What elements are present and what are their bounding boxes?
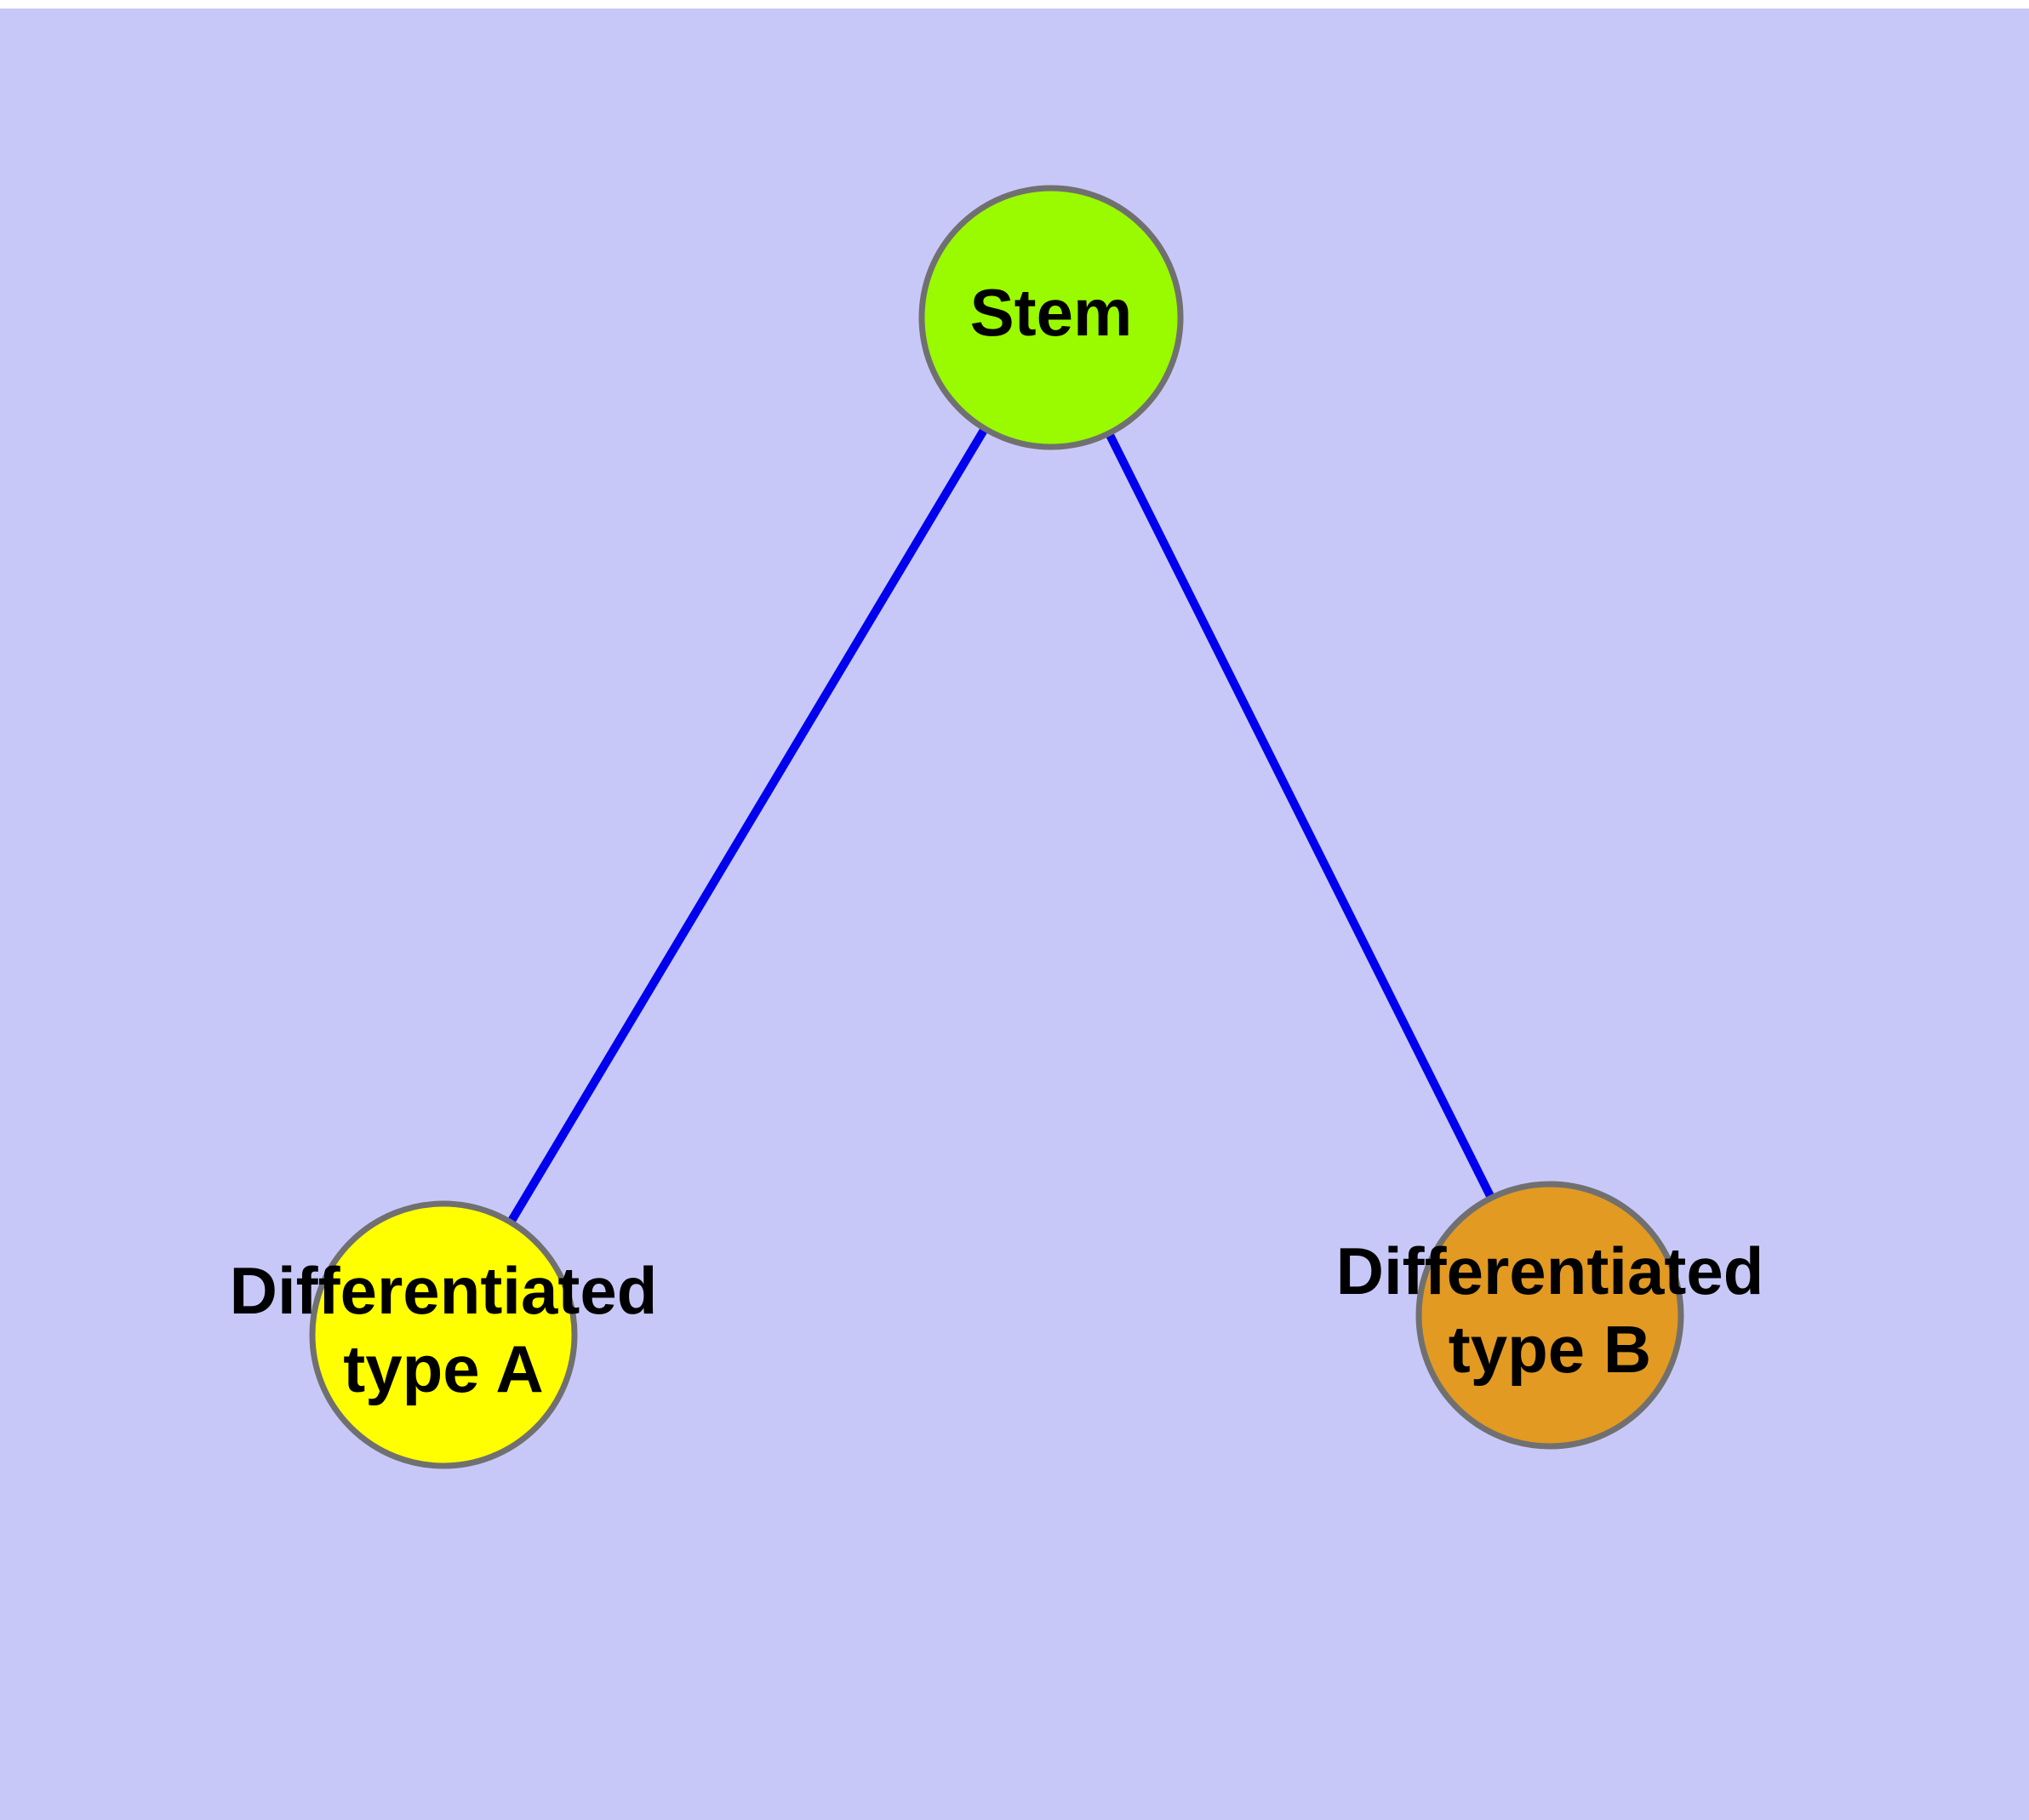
node-label-line: type B <box>1449 1312 1651 1387</box>
node-label-line: Stem <box>970 275 1133 350</box>
edge-stem-diff-b[interactable] <box>1105 431 1495 1200</box>
node-stem[interactable] <box>918 185 1184 450</box>
node-diff_a[interactable] <box>309 1200 578 1469</box>
edges-layer <box>506 426 1495 1225</box>
node-diff_b[interactable] <box>1415 1181 1684 1450</box>
node-label-line: Differentiated <box>230 1253 658 1328</box>
node-label-line: type A <box>343 1331 544 1406</box>
node-label-line: Differentiated <box>1336 1233 1764 1308</box>
edge-stem-diff-a[interactable] <box>506 426 989 1225</box>
nodes-layer <box>309 185 1684 1469</box>
node-label-stem: Stem <box>970 275 1133 350</box>
